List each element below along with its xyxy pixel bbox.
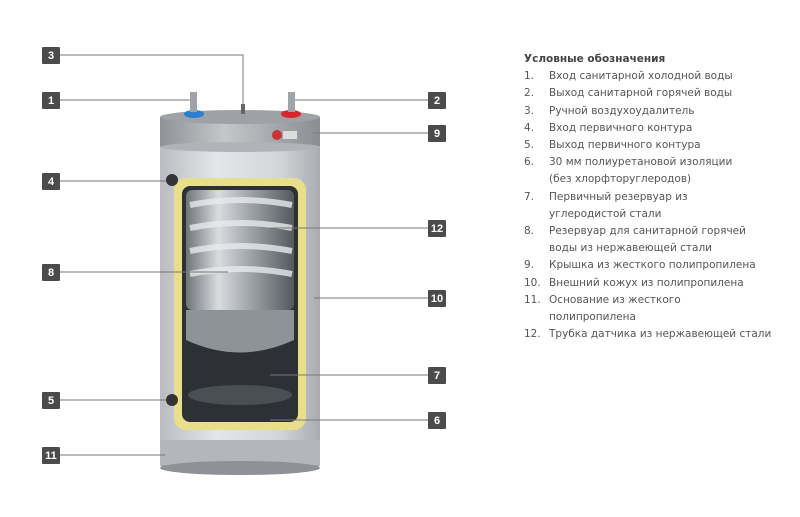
legend-item-text: Вход первичного контура (549, 120, 692, 137)
legend-item-number: 1. (524, 70, 535, 83)
callout-5: 5 (42, 392, 60, 409)
callout-7: 7 (428, 367, 446, 384)
legend-item-text: Резервуар для санитарной горячей воды из … (549, 223, 746, 257)
legend-item-line: Вход первичного контура (549, 121, 693, 134)
legend-item-line: Резервуар для санитарной горячей (549, 225, 746, 238)
legend-item-text: Выход первичного контура (549, 137, 701, 154)
legend-item-number: 7. (524, 190, 535, 203)
legend-item-text: Внешний кожух из полипропилена (549, 275, 744, 292)
legend-item-line: Выход первичного контура (549, 139, 701, 152)
legend-item-line: Основание из жесткого (549, 293, 681, 306)
legend-item: 8. Резервуар для санитарной горячей воды и… (524, 223, 771, 257)
legend-item-text: Выход санитарной горячей воды (549, 85, 732, 102)
legend-item-number: 6. (524, 156, 535, 169)
legend-item-number: 10. (524, 276, 541, 289)
legend-item-number: 5. (524, 139, 535, 152)
legend-item-line: (без хлорфторуглеродов) (549, 173, 692, 186)
legend-item-number: 4. (524, 121, 535, 134)
callout-3: 3 (42, 47, 60, 64)
legend-item-number: 8. (524, 225, 535, 238)
legend-item-number: 9. (524, 259, 535, 272)
legend-item-line: углеродистой стали (549, 207, 662, 220)
legend-item-line: Выход санитарной горячей воды (549, 87, 733, 100)
legend-item: 2. Выход санитарной горячей воды (524, 85, 771, 102)
legend-item-line: Внешний кожух из полипропилена (549, 276, 744, 289)
legend-item: 6. 30 мм полиуретановой изоляции (без хлор… (524, 154, 771, 188)
legend-item-text: Вход санитарной холодной воды (549, 68, 733, 85)
legend-item-number: 3. (524, 104, 535, 117)
legend-item: 11. Основание из жесткого полипропилена (524, 292, 771, 326)
legend-item: 7. Первичный резервуар из углеродистой ста… (524, 189, 771, 223)
legend-item-line: воды из нержавеющей стали (549, 242, 712, 255)
callout-12: 12 (428, 220, 446, 237)
legend-item: 5. Выход первичного контура (524, 137, 771, 154)
legend-item-line: Трубка датчика из нержавеющей стали (549, 328, 772, 341)
legend-item-line: Ручной воздухоудалитель (549, 104, 695, 117)
legend-item-number: 2. (524, 87, 535, 100)
legend-item: 1. Вход санитарной холодной воды (524, 68, 771, 85)
legend-item-text: Основание из жесткого полипропилена (549, 292, 681, 326)
callout-11: 11 (42, 447, 60, 464)
inner-tank (186, 190, 294, 310)
callout-4: 4 (42, 173, 60, 190)
legend-item: 12. Трубка датчика из нержавеющей стали (524, 326, 771, 343)
legend-item-number: 11. (524, 293, 541, 306)
legend-item: 10. Внешний кожух из полипропилена (524, 275, 771, 292)
leader-lines (60, 54, 428, 456)
callout-1: 1 (42, 92, 60, 109)
legend-item-text: Крышка из жесткого полипропилена (549, 257, 756, 274)
legend-item-text: Ручной воздухоудалитель (549, 103, 694, 120)
base (160, 440, 320, 465)
legend-item-line: Крышка из жесткого полипропилена (549, 259, 756, 272)
callout-6: 6 (428, 412, 446, 429)
callout-10: 10 (428, 290, 446, 307)
legend-item-text: Первичный резервуар из углеродистой стали (549, 189, 688, 223)
legend-item-text: 30 мм полиуретановой изоляции (без хлорфт… (549, 154, 732, 188)
legend-item-line: Вход санитарной холодной воды (549, 70, 733, 83)
legend: Условные обозначения 1. Вход санитарной х… (524, 51, 771, 343)
legend-item-text: Трубка датчика из нержавеющей стали (549, 326, 771, 343)
legend-item: 9. Крышка из жесткого полипропилена (524, 257, 771, 274)
legend-item-line: 30 мм полиуретановой изоляции (549, 156, 733, 169)
legend-item-line: Первичный резервуар из (549, 190, 688, 203)
callout-8: 8 (42, 264, 60, 281)
legend-item: 4. Вход первичного контура (524, 120, 771, 137)
callout-9: 9 (428, 125, 446, 142)
legend-item-line: полипропилена (549, 311, 636, 324)
callout-2: 2 (428, 92, 446, 109)
legend-item: 3. Ручной воздухоудалитель (524, 103, 771, 120)
legend-item-number: 12. (524, 328, 541, 341)
legend-title: Условные обозначения (524, 53, 666, 65)
